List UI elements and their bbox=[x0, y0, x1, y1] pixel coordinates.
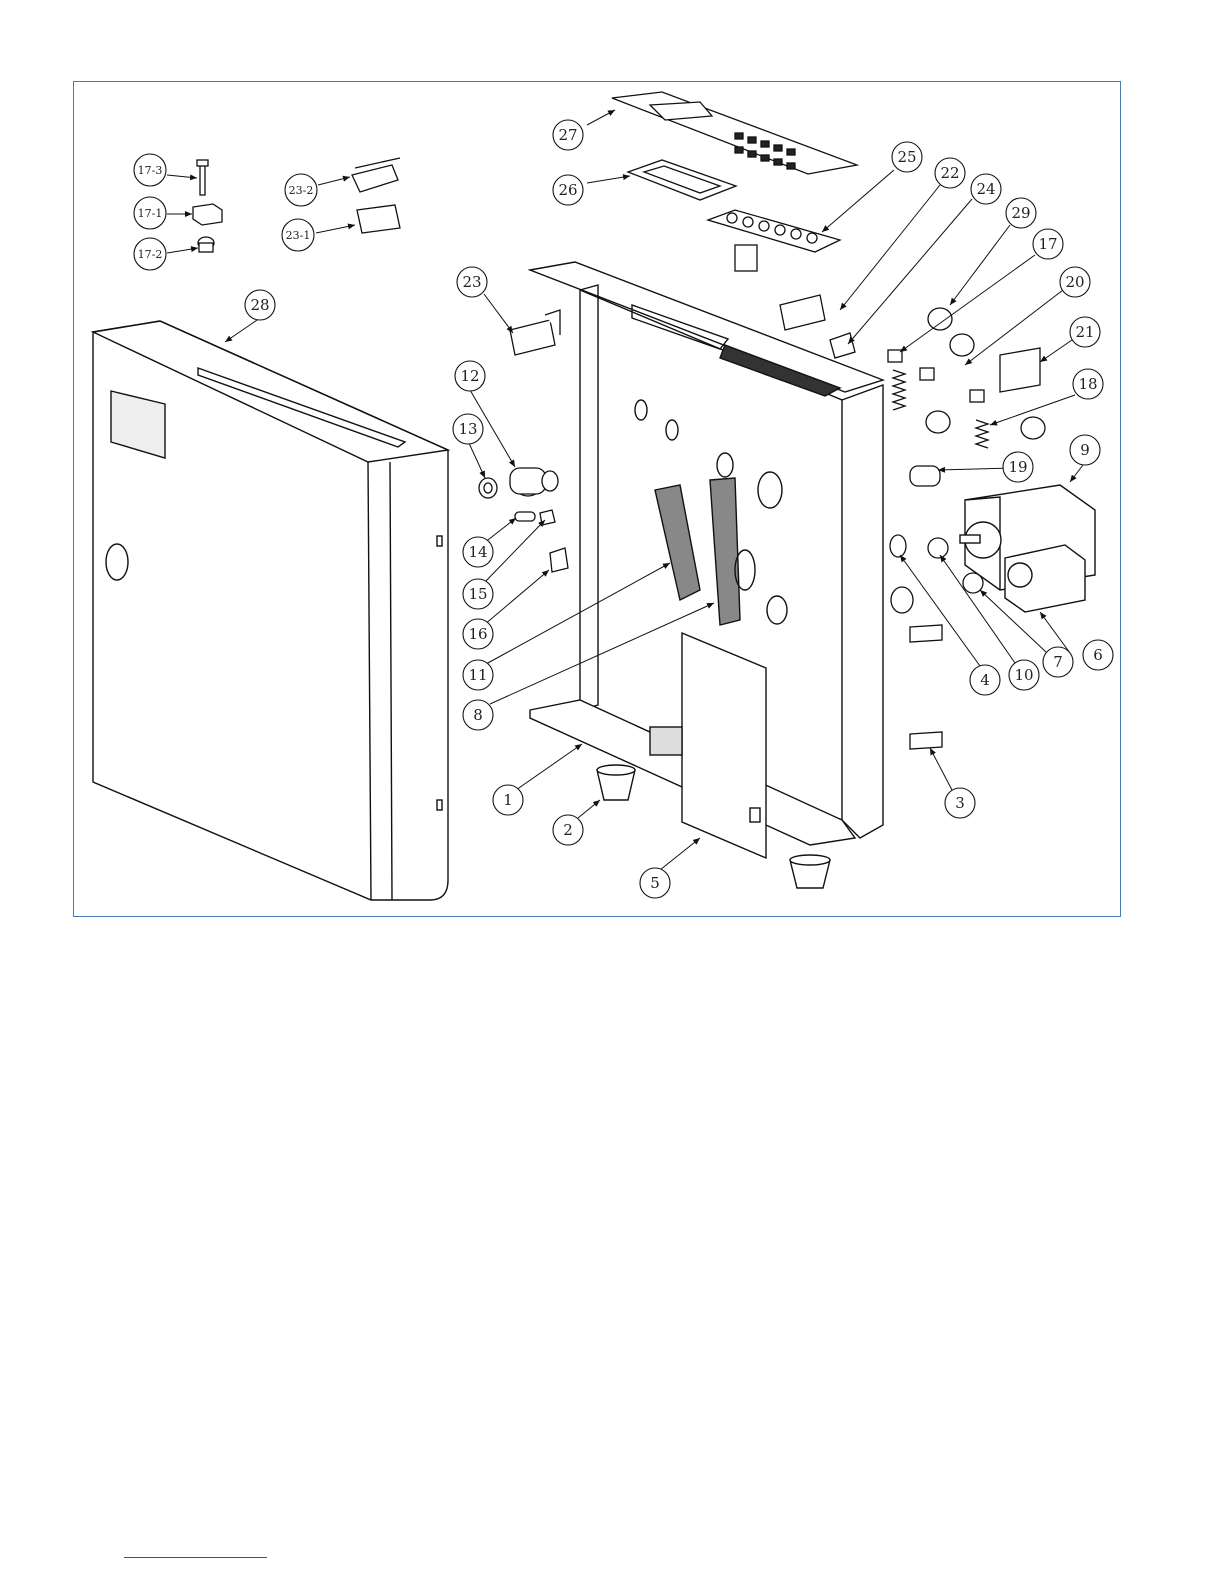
callout-9: 9 bbox=[1070, 435, 1100, 465]
svg-text:5: 5 bbox=[650, 874, 660, 892]
svg-text:3: 3 bbox=[955, 794, 965, 812]
svg-text:24: 24 bbox=[976, 180, 995, 198]
callout-28: 28 bbox=[245, 290, 275, 320]
callout-10: 10 bbox=[1009, 660, 1039, 690]
callout-5: 5 bbox=[640, 868, 670, 898]
callout-16: 16 bbox=[463, 619, 493, 649]
svg-text:17-2: 17-2 bbox=[138, 248, 163, 261]
callout-4: 4 bbox=[970, 665, 1000, 695]
svg-text:10: 10 bbox=[1014, 666, 1033, 684]
svg-text:17-1: 17-1 bbox=[138, 207, 163, 220]
svg-text:23: 23 bbox=[462, 273, 481, 291]
callout-27: 27 bbox=[553, 120, 583, 150]
svg-text:17: 17 bbox=[1038, 235, 1057, 253]
svg-text:19: 19 bbox=[1008, 458, 1027, 476]
callout-19: 19 bbox=[1003, 452, 1033, 482]
footnote-rule bbox=[124, 1557, 267, 1558]
callout-23-2: 23-2 bbox=[285, 174, 317, 206]
callout-25: 25 bbox=[892, 142, 922, 172]
callout-2: 2 bbox=[553, 815, 583, 845]
svg-text:14: 14 bbox=[468, 543, 487, 561]
svg-text:12: 12 bbox=[460, 367, 479, 385]
callout-29: 29 bbox=[1006, 198, 1036, 228]
callout-17-3: 17-3 bbox=[134, 154, 166, 186]
svg-text:26: 26 bbox=[558, 181, 577, 199]
callout-24: 24 bbox=[971, 174, 1001, 204]
svg-text:17-3: 17-3 bbox=[138, 164, 163, 177]
callout-20: 20 bbox=[1060, 267, 1090, 297]
svg-text:11: 11 bbox=[468, 666, 487, 684]
svg-text:20: 20 bbox=[1065, 273, 1084, 291]
svg-text:21: 21 bbox=[1075, 323, 1094, 341]
svg-text:15: 15 bbox=[468, 585, 487, 603]
svg-text:25: 25 bbox=[897, 148, 916, 166]
svg-text:9: 9 bbox=[1080, 441, 1090, 459]
callout-15: 15 bbox=[463, 579, 493, 609]
svg-text:1: 1 bbox=[503, 791, 513, 809]
callout-17-2: 17-2 bbox=[134, 238, 166, 270]
svg-text:8: 8 bbox=[473, 706, 483, 724]
overlay-panel-part bbox=[612, 92, 857, 174]
callout-22: 22 bbox=[935, 158, 965, 188]
svg-text:7: 7 bbox=[1053, 653, 1063, 671]
svg-text:16: 16 bbox=[468, 625, 487, 643]
callout-7: 7 bbox=[1043, 647, 1073, 677]
callout-14: 14 bbox=[463, 537, 493, 567]
callout-6: 6 bbox=[1083, 640, 1113, 670]
svg-text:13: 13 bbox=[458, 420, 477, 438]
callout-17: 17 bbox=[1033, 229, 1063, 259]
svg-text:27: 27 bbox=[558, 126, 577, 144]
callout-11: 11 bbox=[463, 660, 493, 690]
callout-13: 13 bbox=[453, 414, 483, 444]
callout-1: 1 bbox=[493, 785, 523, 815]
svg-text:23-2: 23-2 bbox=[289, 184, 314, 197]
svg-text:29: 29 bbox=[1011, 204, 1030, 222]
motor-part bbox=[960, 485, 1095, 612]
lcd-display-part bbox=[628, 160, 736, 200]
svg-text:6: 6 bbox=[1093, 646, 1103, 664]
callout-23: 23 bbox=[457, 267, 487, 297]
keypad-board-part bbox=[708, 210, 840, 271]
svg-text:18: 18 bbox=[1078, 375, 1097, 393]
callout-21: 21 bbox=[1070, 317, 1100, 347]
svg-text:22: 22 bbox=[940, 164, 959, 182]
svg-text:2: 2 bbox=[563, 821, 573, 839]
svg-text:23-1: 23-1 bbox=[286, 229, 311, 242]
callout-8: 8 bbox=[463, 700, 493, 730]
front-cover-part bbox=[93, 321, 448, 900]
callout-17-1: 17-1 bbox=[134, 197, 166, 229]
callout-3: 3 bbox=[945, 788, 975, 818]
svg-text:4: 4 bbox=[980, 671, 990, 689]
callout-12: 12 bbox=[455, 361, 485, 391]
svg-text:28: 28 bbox=[250, 296, 269, 314]
callout-26: 26 bbox=[553, 175, 583, 205]
callout-23-1: 23-1 bbox=[282, 219, 314, 251]
callout-18: 18 bbox=[1073, 369, 1103, 399]
